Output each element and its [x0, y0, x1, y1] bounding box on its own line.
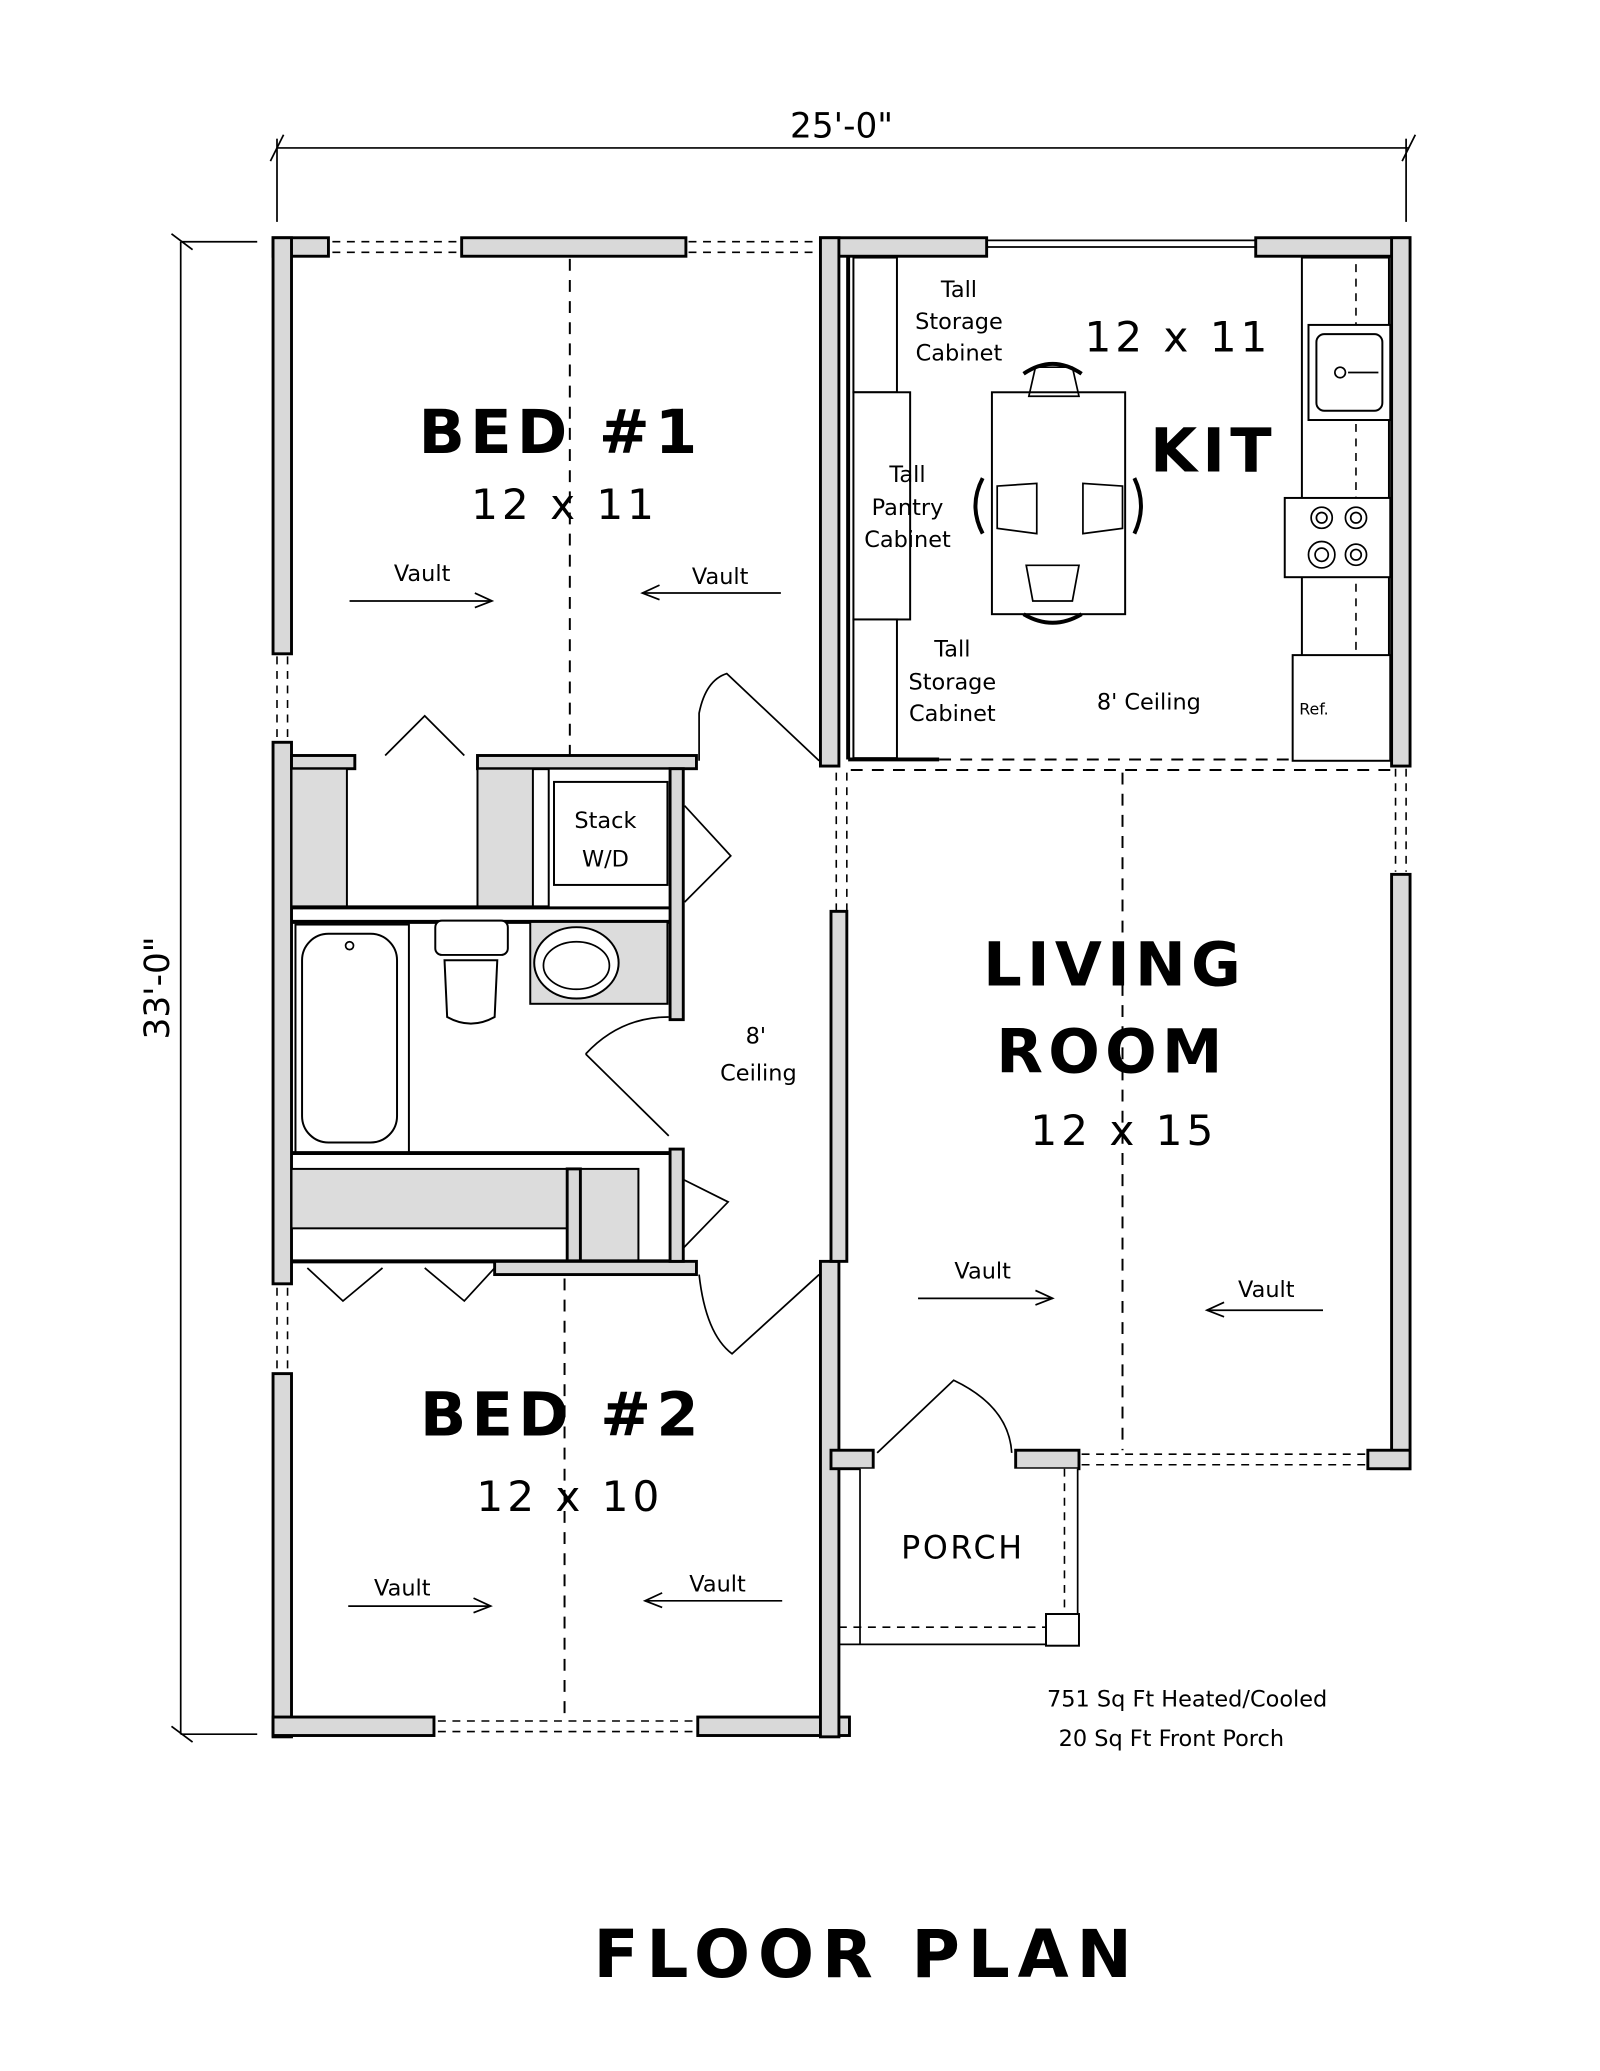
bed2-size: 12 x 10 — [476, 1472, 663, 1521]
porch-area-label: 20 Sq Ft Front Porch — [1059, 1726, 1284, 1752]
laundry-label-1: Stack — [574, 808, 636, 834]
closet-door-icon — [306, 1267, 384, 1303]
cabinet-pantry-label-1: Tall — [888, 462, 925, 488]
cabinet-top-label-2: Storage — [915, 309, 1003, 335]
cabinet-top-label-1: Tall — [940, 277, 977, 303]
bed-1: BED #1 12 x 11 Vault Vault — [349, 258, 781, 756]
bed-2: BED #2 12 x 10 Vault Vault — [348, 1278, 783, 1715]
living-vault-left: Vault — [954, 1259, 1011, 1285]
cabinet-pantry-label-2: Pantry — [872, 495, 944, 521]
cabinet-bottom-label-3: Cabinet — [909, 701, 996, 727]
bed1-vault-right: Vault — [692, 564, 749, 590]
windows — [276, 239, 1407, 1733]
heated-area-label: 751 Sq Ft Heated/Cooled — [1047, 1686, 1327, 1712]
living-label-2: ROOM — [996, 1017, 1227, 1087]
dining-table-icon — [990, 391, 1127, 616]
closet-door-icon — [384, 714, 465, 757]
washer-dryer-icon — [553, 780, 669, 886]
bed2-label: BED #2 — [420, 1381, 704, 1451]
refrigerator-icon — [1291, 654, 1392, 762]
kitchen: Ref. KIT 12 x 11 8' Ceiling Tall Storage… — [846, 256, 1392, 772]
living-size: 12 x 15 — [1030, 1106, 1217, 1155]
toilet-icon — [434, 919, 509, 956]
laundry-label-2: W/D — [582, 846, 629, 872]
width-dimension: 25'-0" — [269, 106, 1417, 222]
cabinet-top-label-3: Cabinet — [916, 341, 1003, 367]
living-label-1: LIVING — [983, 930, 1246, 1000]
kitchen-size: 12 x 11 — [1084, 312, 1271, 361]
plan-title: FLOOR PLAN — [593, 1916, 1139, 1993]
bed2-vault-left: Vault — [374, 1576, 431, 1602]
bath-and-closets: Stack W/D 8' Ceiling — [290, 672, 849, 1355]
depth-dimension-label: 33'-0" — [138, 936, 178, 1039]
bed1-vault-left: Vault — [394, 561, 451, 587]
living-vault-right: Vault — [1238, 1277, 1295, 1303]
hall-ceiling-label-1: 8' — [746, 1023, 766, 1049]
cabinet-bottom-label-1: Tall — [933, 636, 970, 662]
front-door-icon — [876, 1379, 1013, 1454]
range-icon — [1283, 496, 1392, 579]
cabinet-bottom-label-2: Storage — [909, 669, 997, 695]
tall-pantry-cabinet — [852, 391, 912, 621]
kitchen-label: KIT — [1150, 416, 1277, 486]
tall-storage-cabinet-bottom — [852, 618, 898, 760]
kitchen-ceiling: 8' Ceiling — [1097, 689, 1201, 715]
bed2-vault-right: Vault — [689, 1572, 746, 1598]
porch-label: PORCH — [901, 1531, 1024, 1567]
cabinet-pantry-label-3: Cabinet — [864, 527, 951, 553]
bed1-label: BED #1 — [419, 398, 703, 468]
bed1-size: 12 x 11 — [471, 480, 658, 529]
living-room: LIVING ROOM 12 x 15 Vault Vault — [876, 772, 1324, 1454]
hall-ceiling-label-2: Ceiling — [720, 1060, 797, 1086]
porch: PORCH — [838, 1468, 1080, 1647]
tall-storage-cabinet-top — [852, 256, 898, 394]
width-dimension-label: 25'-0" — [790, 106, 893, 146]
exterior-walls — [271, 236, 1412, 1739]
depth-dimension: 33'-0" — [138, 233, 258, 1743]
refrigerator-label: Ref. — [1299, 700, 1328, 719]
porch-post-icon — [1045, 1613, 1080, 1647]
